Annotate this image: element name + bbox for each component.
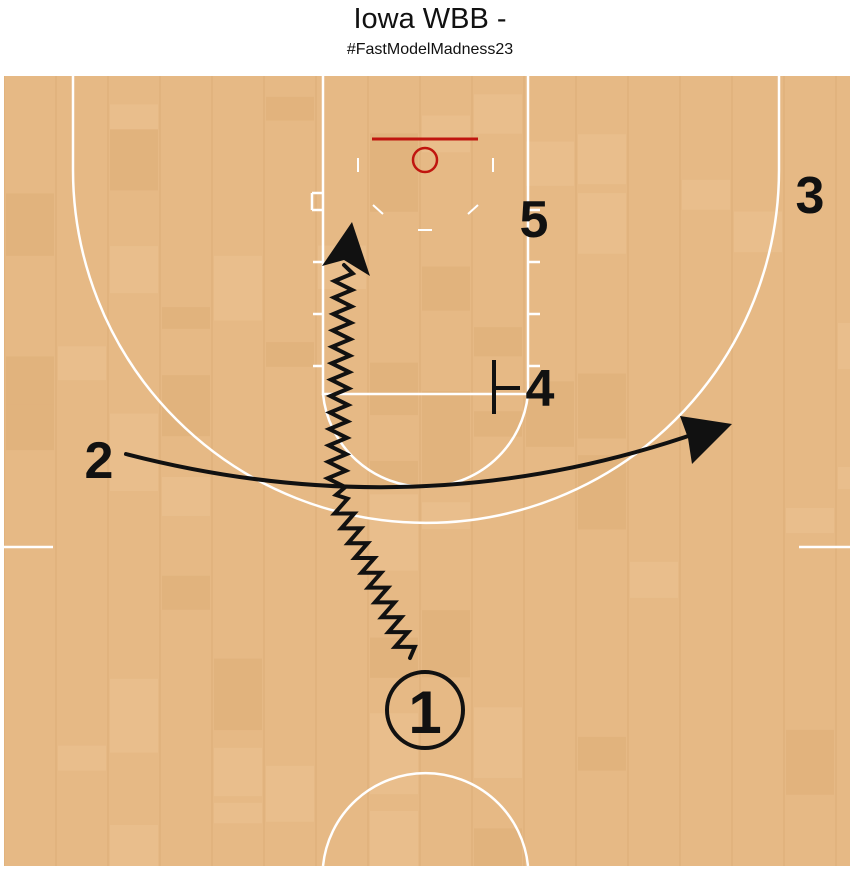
player-2-label: 2: [85, 432, 114, 490]
court-lines: [4, 76, 850, 866]
diagram-subtitle: #FastModelMadness23: [346, 41, 514, 58]
paint-lane: [321, 76, 530, 396]
player-4-label: 4: [526, 360, 555, 418]
center-circle: [321, 771, 530, 866]
cut-path: [124, 430, 702, 490]
diagram-title: Iowa WBB -: [353, 3, 507, 35]
rim: [411, 146, 439, 174]
restricted-arc: [357, 158, 494, 231]
three-point-line: [71, 76, 781, 525]
dribble-arrowhead: [322, 222, 370, 276]
player-1-label: 1: [408, 679, 441, 746]
player-1-circle: [385, 670, 465, 750]
dribble-path: [322, 263, 418, 660]
player-3-label: 3: [796, 167, 825, 225]
court-floor: [4, 76, 850, 866]
cut-arrowhead: [680, 416, 732, 464]
player-5-label: 5: [520, 191, 549, 249]
